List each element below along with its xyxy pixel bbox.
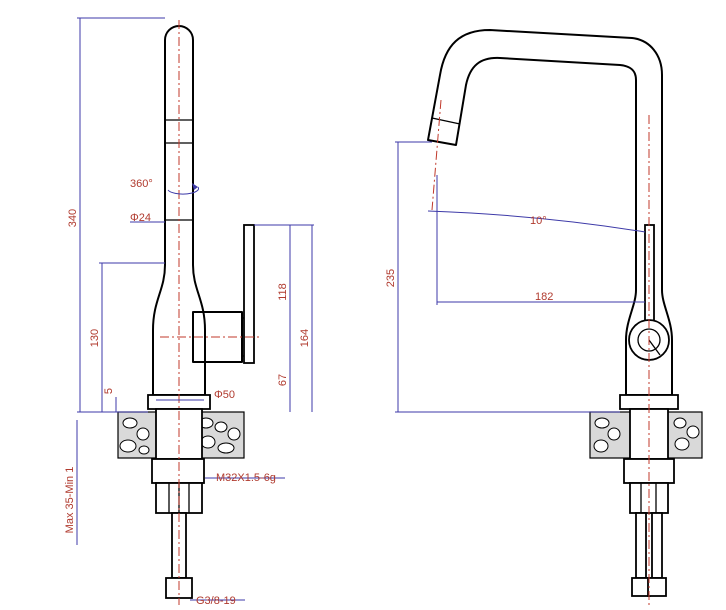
dim-base-offset: 5 bbox=[103, 388, 115, 394]
side-mounting-nut bbox=[151, 458, 205, 484]
dim-handle-center: 67 bbox=[277, 374, 289, 386]
dim-thread: M32X1.5-6g bbox=[216, 472, 276, 484]
side-handle-hub bbox=[192, 311, 243, 363]
dim-tilt-angle-arc bbox=[427, 210, 646, 233]
dim-outlet-height: 235 bbox=[385, 269, 397, 287]
front-view: 235 10° 182 bbox=[385, 29, 703, 605]
dim-hose-thread: G3/8-19 bbox=[196, 595, 236, 607]
front-fitting-right bbox=[647, 577, 667, 597]
dim-spout-diameter: Φ24 bbox=[130, 212, 151, 224]
dim-rotation: 360° bbox=[130, 178, 153, 190]
dim-body-height: 130 bbox=[89, 329, 101, 347]
front-aerator-top bbox=[431, 117, 461, 125]
side-spout-body bbox=[152, 25, 206, 396]
dim-base-diameter: Φ50 bbox=[214, 389, 235, 401]
dim-tilt-angle: 10° bbox=[530, 215, 547, 227]
front-outlet-centerline bbox=[431, 99, 442, 211]
front-hose-right bbox=[651, 512, 663, 579]
side-handle-lever bbox=[243, 224, 255, 364]
dim-counter-thickness: Max 35-Min 1 bbox=[64, 467, 76, 534]
dim-total-height: 340 bbox=[67, 209, 79, 227]
dim-reach: 182 bbox=[535, 291, 553, 303]
side-rotation-arrow bbox=[167, 186, 200, 195]
dim-handle-length: 118 bbox=[277, 283, 289, 301]
dim-handle-top: 164 bbox=[299, 329, 311, 347]
side-view: 340 360° Φ24 130 5 Φ50 118 164 67 M32X1.… bbox=[64, 17, 314, 607]
front-hose-left bbox=[635, 512, 647, 579]
